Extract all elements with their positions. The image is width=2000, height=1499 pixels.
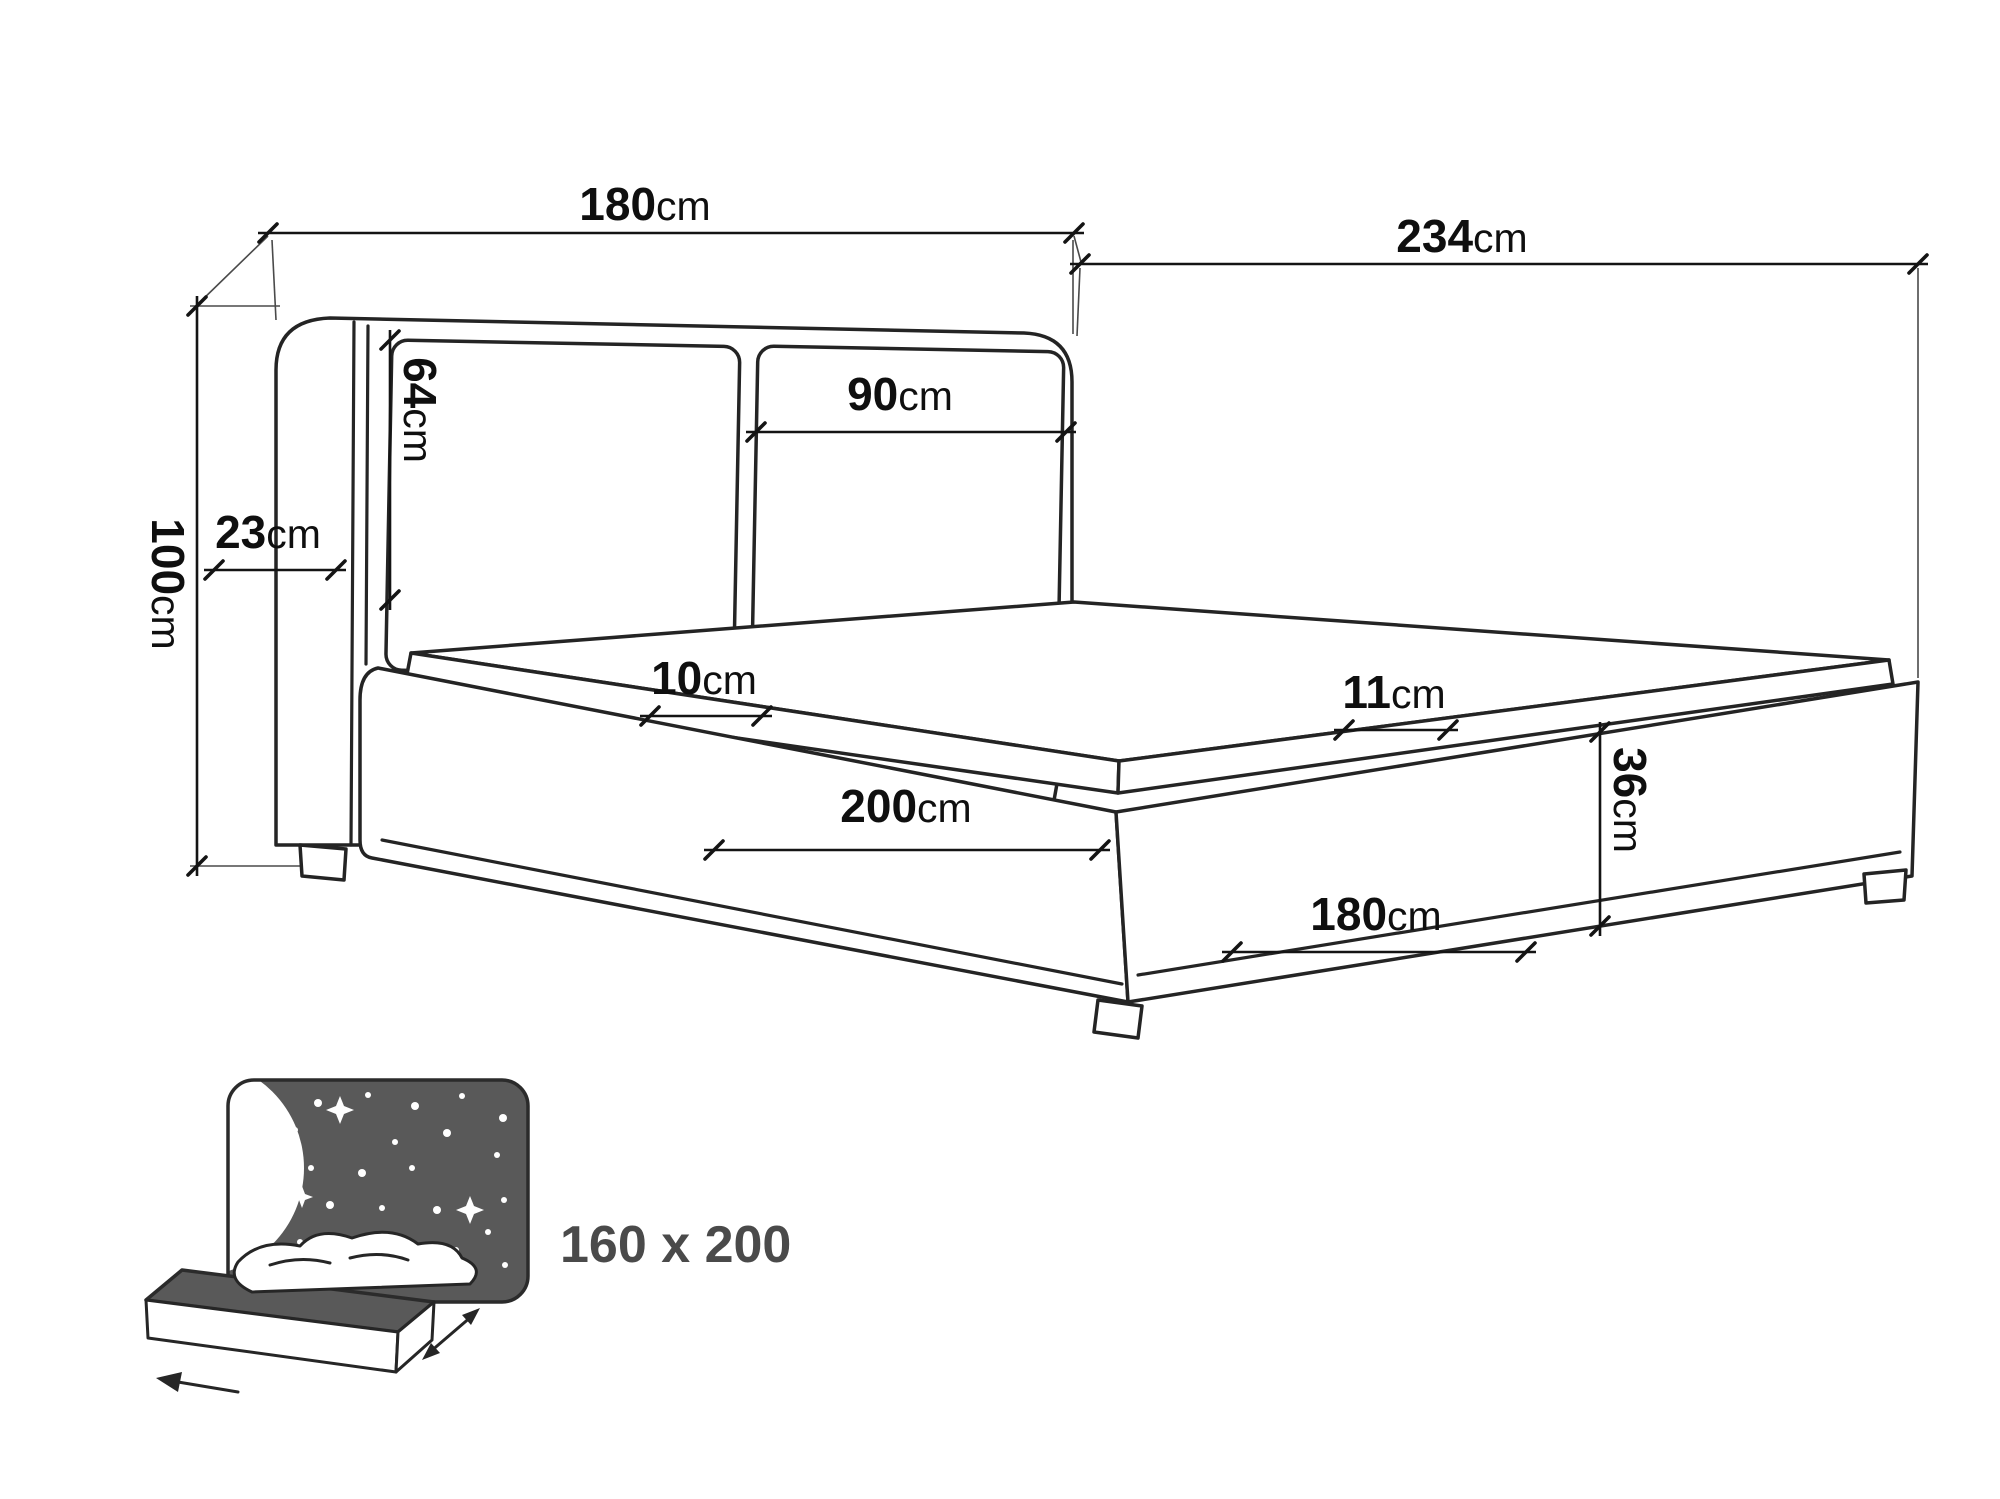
width-arrow-icon [156, 1372, 240, 1394]
dim-total-length-label: 234cm [1396, 210, 1527, 262]
bed-base [298, 666, 1920, 1040]
leg-far-right [1862, 868, 1908, 905]
headboard-wing-seam-inner [364, 324, 370, 666]
dim-rim-head-side: 10cm [639, 652, 773, 727]
base-foot-face [1114, 680, 1920, 1004]
dim-side-wing-depth-label: 23cm [215, 506, 321, 558]
dim-rim-foot-side: 11cm [1333, 666, 1459, 741]
dim-side-wing-depth: 23cm [203, 506, 347, 581]
dim-frame-length: 200cm [703, 780, 1111, 861]
dim-total-height-label: 100cm [142, 518, 194, 649]
icon-duvet [232, 1230, 478, 1294]
base-front-face [358, 666, 1130, 1004]
dim-total-height: 100cm [142, 295, 208, 877]
dim-frame-width-label: 180cm [1310, 888, 1441, 940]
length-arrow-icon [422, 1308, 480, 1360]
dim-frame-height: 36cm [1589, 721, 1656, 937]
storage-bed-icon [144, 1078, 530, 1394]
icon-duvet-fold [268, 1258, 332, 1267]
icon-duvet-fold-2 [348, 1253, 410, 1262]
projection-lines [190, 235, 1919, 867]
dim-cushion-height: 64cm [379, 329, 446, 611]
mattress [402, 600, 1895, 795]
mattress-foot-face [1116, 658, 1895, 795]
dim-frame-height-label: 36cm [1604, 747, 1656, 853]
moon-crescent-icon [228, 1080, 304, 1276]
dim-headboard-width-label: 180cm [579, 178, 710, 230]
dim-frame-length-label: 200cm [840, 780, 971, 832]
bed-drawing [274, 316, 1920, 1040]
dim-rim-foot-side-label: 11cm [1342, 666, 1445, 718]
dim-frame-width: 180cm [1221, 888, 1537, 963]
dim-total-length: 234cm [1069, 210, 1929, 275]
dim-headboard-width: 180cm [257, 178, 1085, 244]
dim-rim-head-side-label: 10cm [651, 652, 757, 704]
base-front-seam [380, 838, 1124, 986]
dim-cushion-width-label: 90cm [847, 368, 953, 420]
base-foot-seam [1136, 850, 1902, 977]
leg-front-right [1092, 998, 1144, 1040]
icon-base-side [394, 1300, 436, 1374]
dim-cushion-width: 90cm [745, 368, 1077, 443]
dim-cushion-height-label: 64cm [394, 357, 446, 463]
leg-front-left [298, 843, 348, 882]
mattress-size-label: 160 x 200 [560, 1216, 791, 1274]
headboard-wing-seam [349, 320, 356, 847]
